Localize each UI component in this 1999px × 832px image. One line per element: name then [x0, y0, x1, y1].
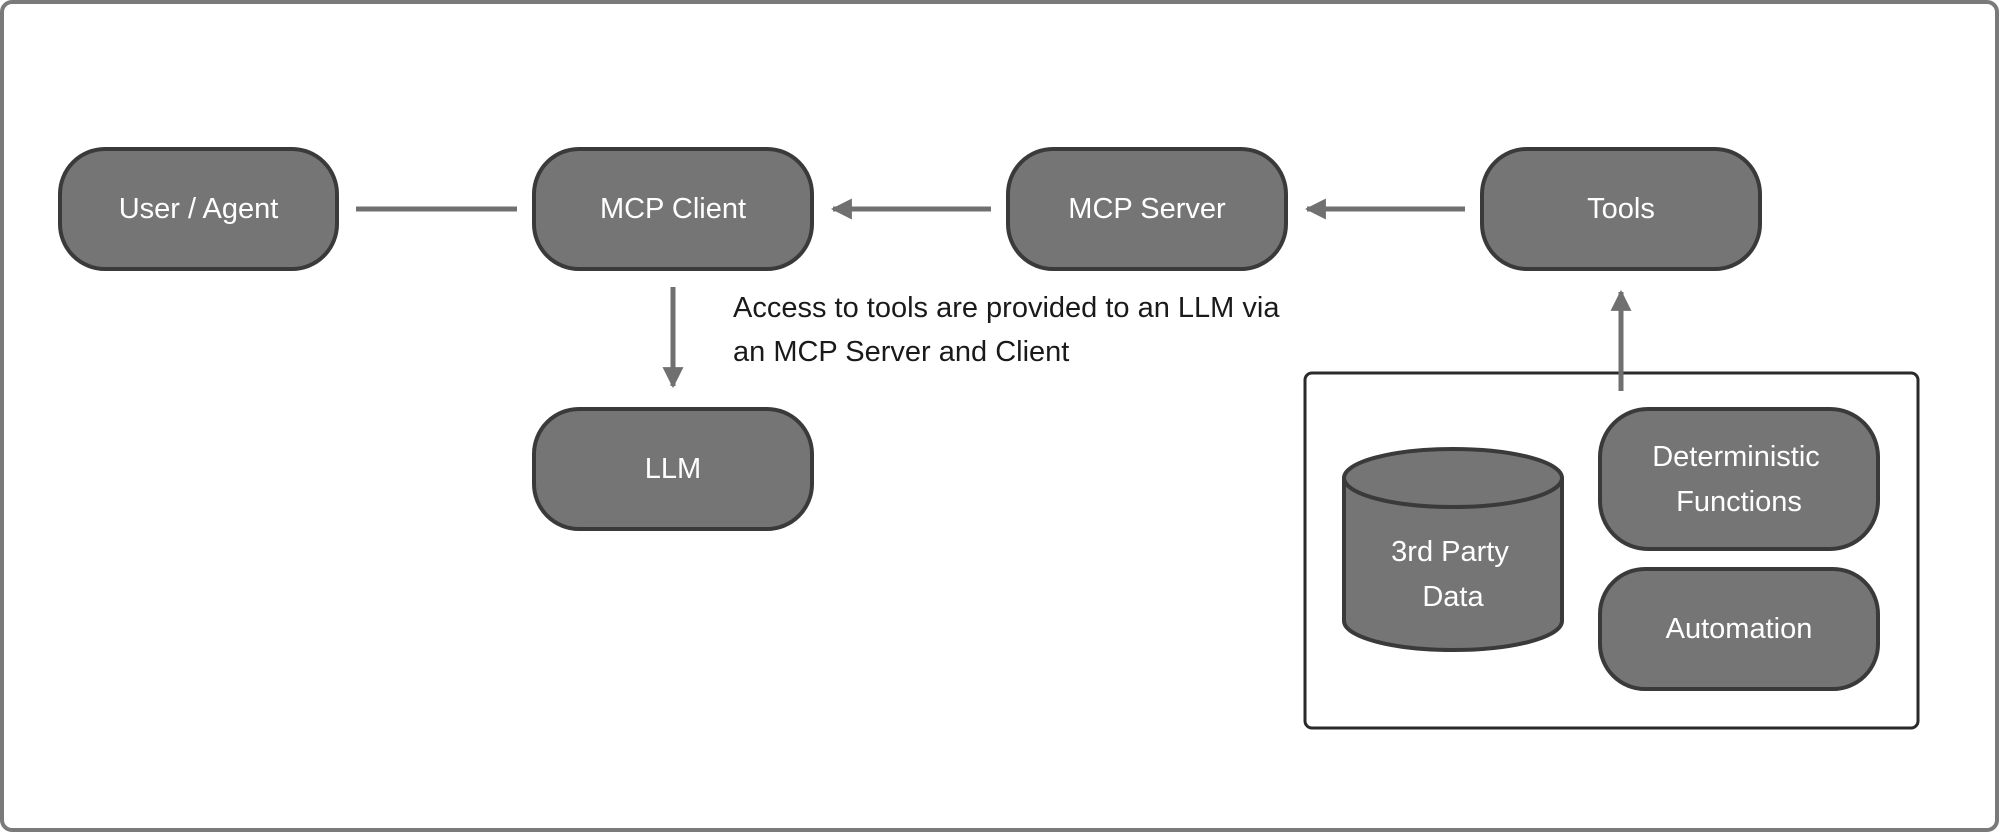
annotation-text: Access to tools are provided to an LLM v… [733, 292, 1280, 368]
node-llm-label: LLM [645, 453, 701, 485]
node-deterministic-functions-label-line-2: Functions [1676, 486, 1802, 518]
node-third-party-data-label-line-2: Data [1422, 581, 1484, 613]
node-automation: Automation [1598, 567, 1880, 691]
node-mcp-client-label: MCP Client [600, 193, 746, 225]
node-mcp-client: MCP Client [532, 147, 814, 271]
node-mcp-server: MCP Server [1006, 147, 1288, 271]
node-automation-label: Automation [1666, 613, 1813, 645]
node-third-party-data-label-line-1: 3rd Party [1391, 536, 1509, 568]
node-tools: Tools [1480, 147, 1762, 271]
database-cylinder-icon [1342, 447, 1564, 652]
annotation-line-2: an MCP Server and Client [733, 336, 1069, 368]
tool-sources-group-box [1303, 371, 1920, 730]
annotation-line-1: Access to tools are provided to an LLM v… [733, 292, 1280, 324]
node-user-agent-label: User / Agent [119, 193, 279, 225]
node-user-agent: User / Agent [58, 147, 339, 271]
node-mcp-server-label: MCP Server [1068, 193, 1226, 225]
node-llm: LLM [532, 407, 814, 531]
node-tools-label: Tools [1587, 193, 1655, 225]
node-deterministic-functions-label-line-1: Deterministic [1652, 441, 1820, 473]
node-deterministic-functions: Deterministic Functions [1598, 407, 1880, 551]
node-third-party-data: 3rd Party Data [1342, 447, 1564, 652]
